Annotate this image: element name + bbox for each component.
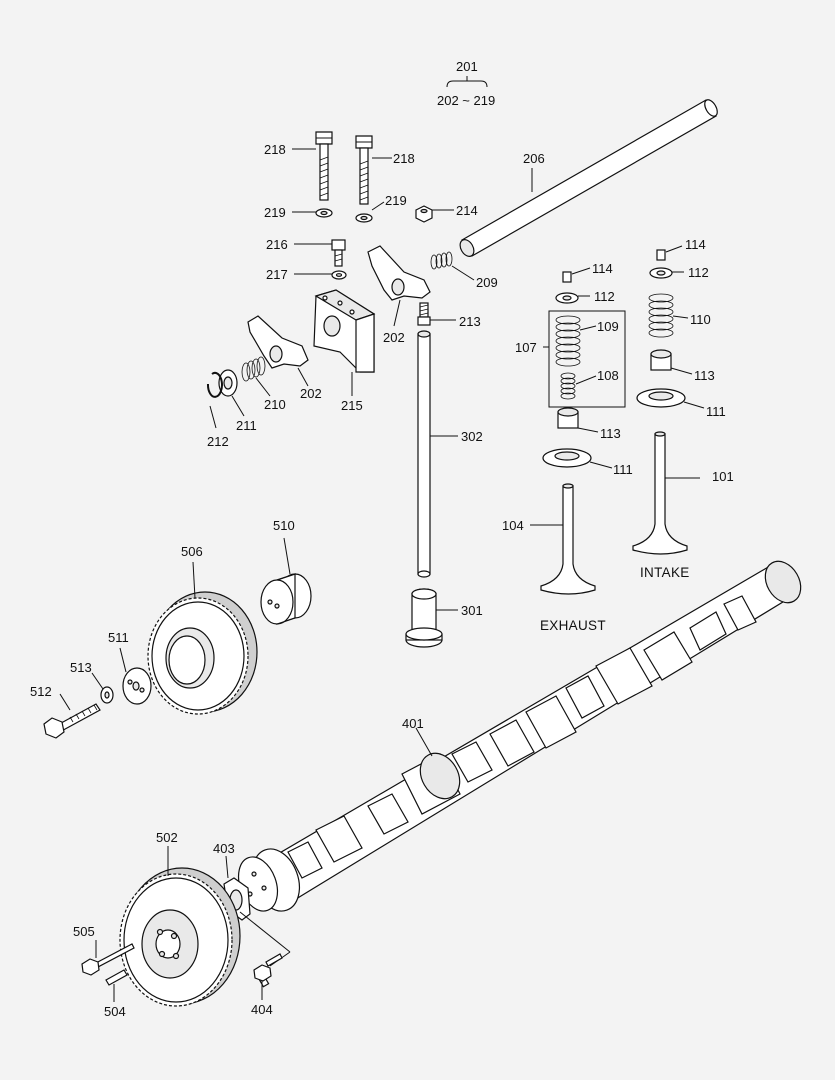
intake-valve-101: 101 INTAKE: [632, 431, 734, 580]
label-219-left: 219: [264, 205, 286, 220]
label-112-exhaust: 112: [594, 289, 615, 304]
label-104: 104: [502, 518, 524, 533]
washer-217: 217: [266, 267, 347, 282]
rocker-shaft: 206: [459, 99, 718, 257]
snap-ring-212: 212: [206, 371, 229, 449]
camshaft-401: 401: [237, 560, 802, 912]
spring-210: 210: [241, 356, 286, 412]
label-212: 212: [207, 434, 229, 449]
bolt-218-left: 218: [264, 131, 333, 201]
label-111-intake: 111: [706, 404, 726, 419]
label-214: 214: [456, 203, 478, 218]
washer-513: 513: [70, 660, 114, 704]
idler-gear-506: 506: [147, 544, 258, 715]
label-218-right: 218: [393, 151, 415, 166]
label-512: 512: [30, 684, 52, 699]
label-404: 404: [251, 1002, 273, 1017]
exhaust-valve-104: 104 EXHAUST: [502, 483, 606, 633]
rocker-bracket-215: 215: [313, 289, 376, 413]
label-401: 401: [402, 716, 424, 731]
label-206: 206: [523, 151, 545, 166]
bolt-505: 505: [73, 924, 135, 976]
label-109: 109: [597, 319, 619, 334]
plate-511: 511: [108, 630, 152, 705]
label-215: 215: [341, 398, 363, 413]
washer-211: 211: [218, 369, 257, 433]
screw-216: 216: [266, 237, 346, 267]
label-506: 506: [181, 544, 203, 559]
label-510: 510: [273, 518, 295, 533]
rocker-arm-202-left: 202: [247, 315, 322, 401]
label-113-exhaust: 113: [600, 426, 621, 441]
spring-209: 209: [430, 251, 498, 290]
bolt-404: 404: [251, 953, 283, 1017]
label-202-left: 202: [300, 386, 322, 401]
label-301: 301: [461, 603, 483, 618]
bolt-512: 512: [30, 684, 101, 739]
cam-gear-502: 502: [119, 830, 241, 1007]
label-111-exhaust: 111: [613, 462, 633, 477]
label-107: 107: [515, 340, 537, 355]
spring-110: [648, 293, 674, 338]
label-113-intake: 113: [694, 368, 715, 383]
bolt-218-right: 218: [355, 135, 415, 205]
label-110: 110: [690, 312, 711, 327]
label-108: 108: [597, 368, 619, 383]
assembly-header: 201 202 ~ 219: [437, 59, 495, 108]
label-209: 209: [476, 275, 498, 290]
label-502: 502: [156, 830, 178, 845]
label-114-exhaust: 114: [592, 261, 613, 276]
intake-spring-assembly: 114 112 110 113 111: [636, 237, 726, 419]
label-211: 211: [236, 418, 257, 433]
label-403: 403: [213, 841, 235, 856]
label-219-right: 219: [385, 193, 407, 208]
label-101: 101: [712, 469, 734, 484]
label-114-intake: 114: [685, 237, 706, 252]
exhaust-spring-assembly: 114 112 107 109 108: [515, 261, 633, 477]
label-302: 302: [461, 429, 483, 444]
label-217: 217: [266, 267, 288, 282]
outer-spring-109: [555, 315, 581, 367]
bushing-510: 510: [260, 518, 312, 625]
label-210: 210: [264, 397, 286, 412]
label-202-219: 202 ~ 219: [437, 93, 495, 108]
label-505: 505: [73, 924, 95, 939]
washer-219-left: 219: [264, 205, 333, 220]
caption-intake: INTAKE: [640, 565, 690, 580]
tappet-301: 301: [405, 588, 483, 648]
adjust-screw-213: 213: [417, 302, 481, 329]
label-511: 511: [108, 630, 129, 645]
label-201: 201: [456, 59, 478, 74]
label-213: 213: [459, 314, 481, 329]
nut-214: 214: [415, 203, 478, 223]
inner-spring-108: [560, 372, 576, 400]
label-216: 216: [266, 237, 288, 252]
pin-504: 504: [104, 969, 128, 1019]
caption-exhaust: EXHAUST: [540, 618, 606, 633]
washer-219-right: 219: [355, 193, 407, 223]
label-513: 513: [70, 660, 92, 675]
push-rod-302: 302: [417, 330, 483, 578]
rocker-arm-202-right: 202: [367, 245, 431, 345]
label-112-intake: 112: [688, 265, 709, 280]
label-504: 504: [104, 1004, 126, 1019]
label-202-right: 202: [383, 330, 405, 345]
label-218-left: 218: [264, 142, 286, 157]
